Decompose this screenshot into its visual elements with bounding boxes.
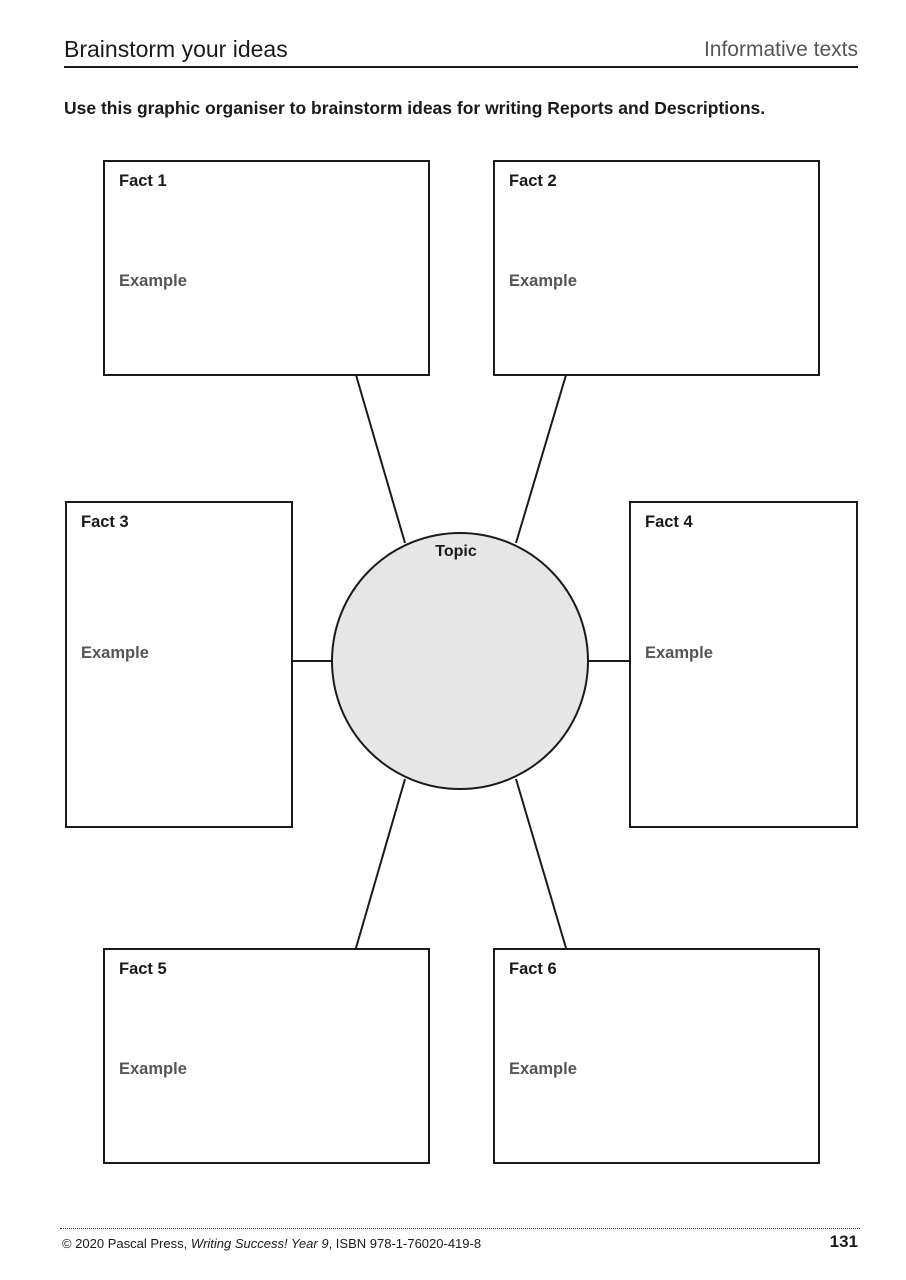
header-rule [64,66,858,68]
book-title: Writing Success! Year 9 [190,1236,329,1251]
page-title: Brainstorm your ideas [64,36,288,62]
fact-label: Fact 4 [645,513,693,531]
fact-box-1[interactable]: Fact 1 Example [103,160,430,376]
fact-label: Fact 3 [81,513,129,531]
fact-box-5[interactable]: Fact 5 Example [103,948,430,1164]
footer-divider [60,1228,860,1229]
footer-copyright: © 2020 Pascal Press, Writing Success! Ye… [62,1236,481,1251]
topic-label: Topic [435,543,477,560]
topic-circle[interactable] [331,532,589,790]
fact-box-4[interactable]: Fact 4 Example [629,501,858,828]
fact-label: Fact 2 [509,172,557,190]
instruction-text: Use this graphic organiser to brainstorm… [64,98,766,118]
fact-label: Fact 1 [119,172,167,190]
example-label: Example [119,1060,187,1078]
fact-box-2[interactable]: Fact 2 Example [493,160,820,376]
connector-fact-2 [515,374,567,544]
fact-box-3[interactable]: Fact 3 Example [65,501,293,828]
page-number: 131 [829,1232,858,1251]
example-label: Example [119,272,187,290]
connector-fact-6 [515,778,567,949]
connector-fact-1 [355,374,406,544]
connector-fact-5 [355,778,406,949]
example-label: Example [509,1060,577,1078]
example-label: Example [81,644,149,662]
section-label: Informative texts [703,38,858,61]
fact-label: Fact 6 [509,960,557,978]
example-label: Example [645,644,713,662]
example-label: Example [509,272,577,290]
isbn-text: , ISBN 978-1-76020-419-8 [328,1236,482,1251]
fact-box-6[interactable]: Fact 6 Example [493,948,820,1164]
fact-label: Fact 5 [119,960,167,978]
copyright-text: © 2020 Pascal Press, [62,1236,191,1251]
